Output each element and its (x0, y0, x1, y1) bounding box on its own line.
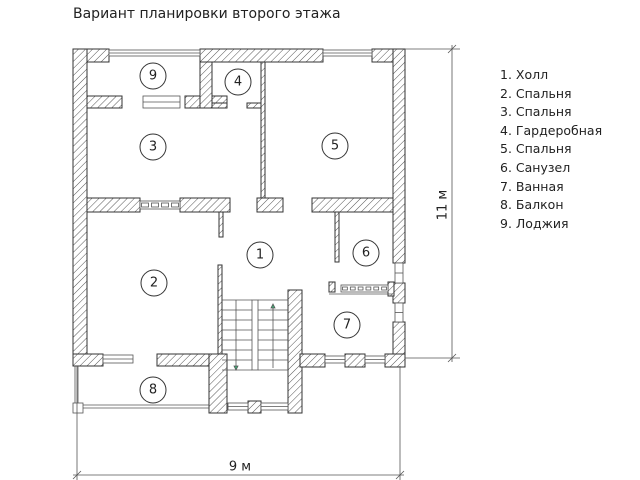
room-marker-2: 2 (140, 269, 168, 297)
room-circle (246, 241, 274, 269)
room-marker-5: 5 (321, 132, 349, 160)
wall (199, 61, 213, 109)
stair-arrow-head (270, 303, 276, 309)
vent-cell (357, 286, 364, 291)
wall (311, 197, 394, 213)
wall (344, 353, 366, 368)
wall (392, 282, 406, 304)
room-marker-7: 7 (333, 311, 361, 339)
room-marker-4: 4 (224, 68, 252, 96)
room-legend: 1. Холл 2. Спальня 3. Спальня 4. Гардеро… (500, 66, 602, 233)
legend-item: 5. Спальня (500, 141, 572, 157)
walls (72, 48, 406, 414)
height-dimension-label: 11 м (436, 190, 451, 220)
vent-cell (365, 286, 372, 291)
legend-item: 3. Спальня (500, 104, 572, 120)
room-marker-1: 1 (246, 241, 274, 269)
wall (328, 281, 336, 293)
room-circle (333, 311, 361, 339)
wall (211, 102, 228, 109)
vent-cell (381, 286, 387, 291)
wall (86, 197, 141, 213)
wall (334, 211, 340, 263)
vent-cell (373, 286, 380, 291)
vent-cell (171, 202, 179, 208)
vent-cell (151, 202, 159, 208)
room-number: 3 (149, 140, 157, 155)
wall (392, 48, 406, 264)
wall (256, 197, 284, 213)
room-circle (139, 62, 167, 90)
vent-cell (342, 286, 348, 291)
room-number: 9 (149, 69, 157, 84)
wall (287, 289, 303, 414)
dimension-line (395, 470, 405, 480)
plan-title: Вариант планировки второго этажа (73, 6, 341, 22)
wall (179, 197, 231, 213)
room-marker-6: 6 (352, 239, 380, 267)
windows-and-fixtures (72, 49, 404, 414)
dimension-line (447, 44, 457, 54)
vent-cell (161, 202, 169, 208)
room-number: 4 (234, 75, 242, 90)
room-number: 6 (362, 246, 370, 261)
room-circle (139, 376, 167, 404)
balcony-post (72, 402, 84, 414)
room-number: 7 (343, 318, 351, 333)
dimension-lines (72, 44, 460, 480)
stair-arrow-head (233, 365, 239, 371)
legend-item: 9. Лоджия (500, 215, 569, 231)
staircase (222, 299, 288, 371)
room-number: 2 (150, 276, 158, 291)
wall (72, 353, 104, 367)
room-circle (321, 132, 349, 160)
stair-divider (251, 299, 259, 371)
room-circle (140, 269, 168, 297)
room-number: 1 (256, 248, 264, 263)
room-marker-8: 8 (139, 376, 167, 404)
room-circle (139, 133, 167, 161)
room-number: 5 (331, 139, 339, 154)
room-number: 8 (149, 383, 157, 398)
dimension-line (447, 353, 457, 363)
wall (247, 400, 262, 414)
legend-item: 6. Санузел (500, 159, 571, 175)
wall (384, 353, 406, 368)
wall (246, 102, 263, 109)
wall (199, 48, 324, 63)
wall (86, 95, 123, 109)
wall (218, 211, 224, 238)
room-marker-9: 9 (139, 62, 167, 90)
vent-block (139, 200, 181, 210)
wall (208, 353, 228, 414)
room-circle (224, 68, 252, 96)
wall (299, 353, 326, 368)
legend-item: 7. Ванная (500, 178, 564, 194)
wall (72, 48, 88, 367)
legend-item: 2. Спальня (500, 85, 572, 101)
legend-item: 1. Холл (500, 67, 549, 82)
room-circle (352, 239, 380, 267)
wall (260, 61, 266, 199)
legend-item: 4. Гардеробная (500, 122, 603, 138)
vent-cell (141, 202, 149, 208)
wall (217, 264, 223, 355)
width-dimension-label: 9 м (229, 460, 251, 475)
dimension-line (72, 470, 82, 480)
room-marker-3: 3 (139, 133, 167, 161)
vent-cell (349, 286, 356, 291)
legend-item: 8. Балкон (500, 197, 564, 213)
vent-block (340, 284, 389, 293)
